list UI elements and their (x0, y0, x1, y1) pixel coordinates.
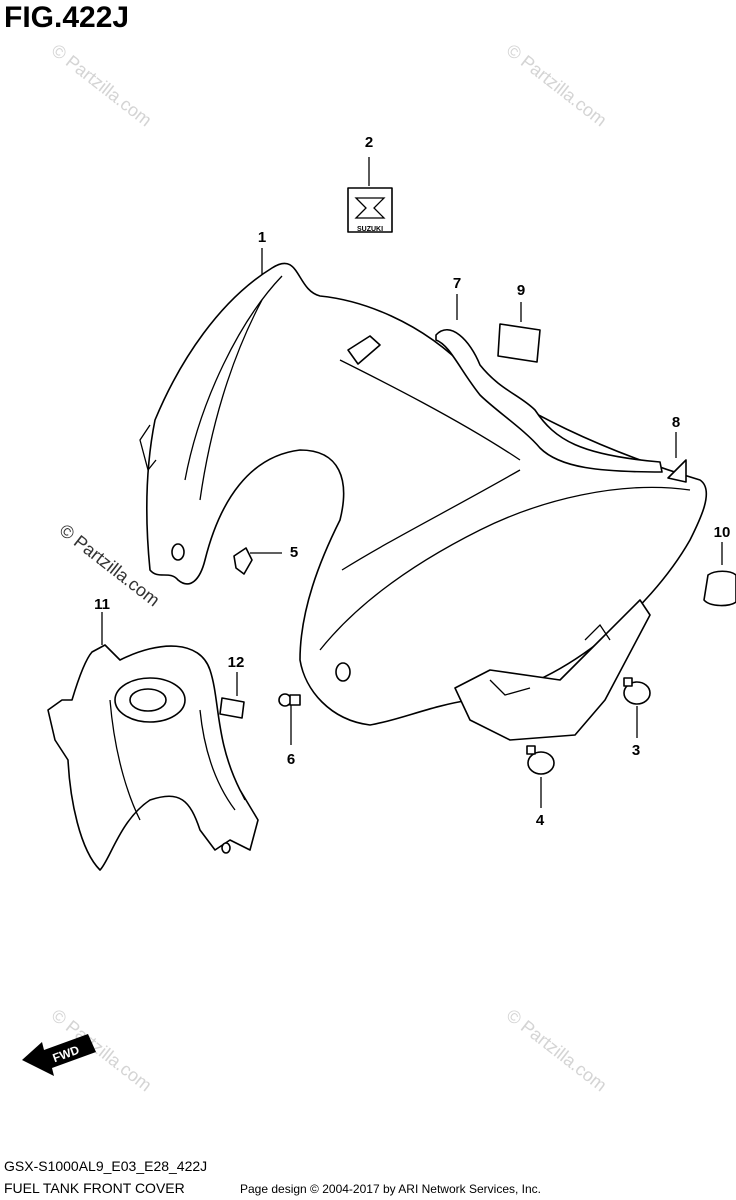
part-7-trim[interactable] (435, 294, 663, 473)
part-12-pad[interactable] (219, 672, 245, 719)
fwd-arrow: FWD (22, 1034, 96, 1076)
copyright-notice: Page design © 2004-2017 by ARI Network S… (240, 1182, 542, 1196)
callout-9: 9 (516, 282, 526, 299)
emblem-logo-text: SUZUKI (357, 226, 383, 233)
part-11-inner-cover[interactable] (47, 612, 259, 871)
part-4-bolt[interactable] (526, 745, 555, 808)
callout-6: 6 (286, 751, 296, 768)
part-2-emblem[interactable]: SUZUKI (347, 157, 393, 233)
callout-7: 7 (452, 275, 462, 292)
callout-3: 3 (631, 742, 641, 759)
callout-2: 2 (364, 134, 374, 151)
figure-caption: FUEL TANK FRONT COVER (4, 1180, 185, 1196)
callout-12: 12 (227, 654, 245, 671)
callout-10: 10 (713, 524, 731, 541)
callout-1: 1 (257, 229, 267, 246)
part-3-bolt[interactable] (623, 677, 651, 738)
callout-8: 8 (671, 414, 681, 431)
figure-title: FIG.422J (4, 1, 130, 34)
part-6-fastener[interactable] (278, 693, 301, 745)
part-8-wedge[interactable] (667, 432, 687, 483)
callout-5: 5 (289, 544, 299, 561)
part-9-pad[interactable] (497, 302, 541, 363)
model-code: GSX-S1000AL9_E03_E28_422J (4, 1158, 208, 1174)
part-10-cap[interactable] (703, 542, 736, 607)
callout-11: 11 (94, 596, 110, 613)
part-5-clip[interactable] (233, 547, 282, 575)
callout-4: 4 (535, 812, 545, 829)
